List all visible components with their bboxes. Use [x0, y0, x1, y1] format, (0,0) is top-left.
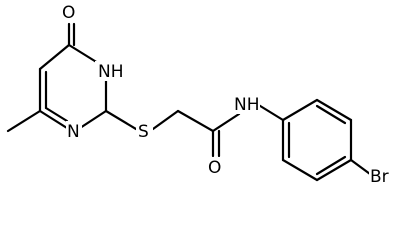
bond-aryl-inner-2	[315, 155, 347, 176]
bond-n1-c2	[78, 109, 108, 130]
bond-c2-s	[104, 109, 138, 131]
sulfur-bg	[136, 121, 153, 141]
nh-ring-bg	[95, 61, 123, 81]
bond-carbonyl-nh	[211, 112, 241, 133]
molecule-svg: O NH N S NH O Br	[6, 2, 394, 187]
bond-c6-n1-double	[44, 106, 69, 123]
bond-c6-n1	[38, 109, 69, 130]
bond-ch2-carbonyl	[176, 109, 215, 133]
bond-aryl-1	[281, 98, 319, 122]
oxygen-amide-bg	[207, 157, 224, 177]
oxygen-top-label: O	[62, 3, 75, 23]
bond-c4-c5	[38, 43, 71, 71]
nh-amide-bg	[231, 94, 260, 114]
nh-amide-label: NH	[234, 95, 260, 115]
n-ring-bg	[66, 121, 82, 141]
bromine-bg	[369, 166, 394, 186]
sulfur-label: S	[138, 122, 149, 142]
bond-c4-n3	[67, 43, 100, 65]
bromine-label: Br	[370, 167, 389, 187]
bond-layer	[6, 22, 372, 182]
label-layer: O NH N S NH O Br	[61, 2, 394, 187]
bond-aryl-inner-1	[315, 104, 347, 125]
bond-c6-methyl	[6, 109, 42, 133]
oxygen-top-bg	[61, 2, 78, 21]
bond-aryl-4	[315, 158, 353, 182]
n-ring-label: N	[67, 122, 80, 142]
nh-ring-label: NH	[98, 62, 124, 82]
molecule-diagram: O NH N S NH O Br	[6, 2, 394, 187]
bond-nh-aryl	[255, 102, 285, 122]
bond-aryl-5	[281, 158, 319, 182]
oxygen-amide-label: O	[208, 158, 221, 178]
bond-aryl-br	[349, 158, 372, 176]
bond-aryl-2	[315, 98, 353, 122]
bond-s-ch2	[151, 109, 180, 131]
